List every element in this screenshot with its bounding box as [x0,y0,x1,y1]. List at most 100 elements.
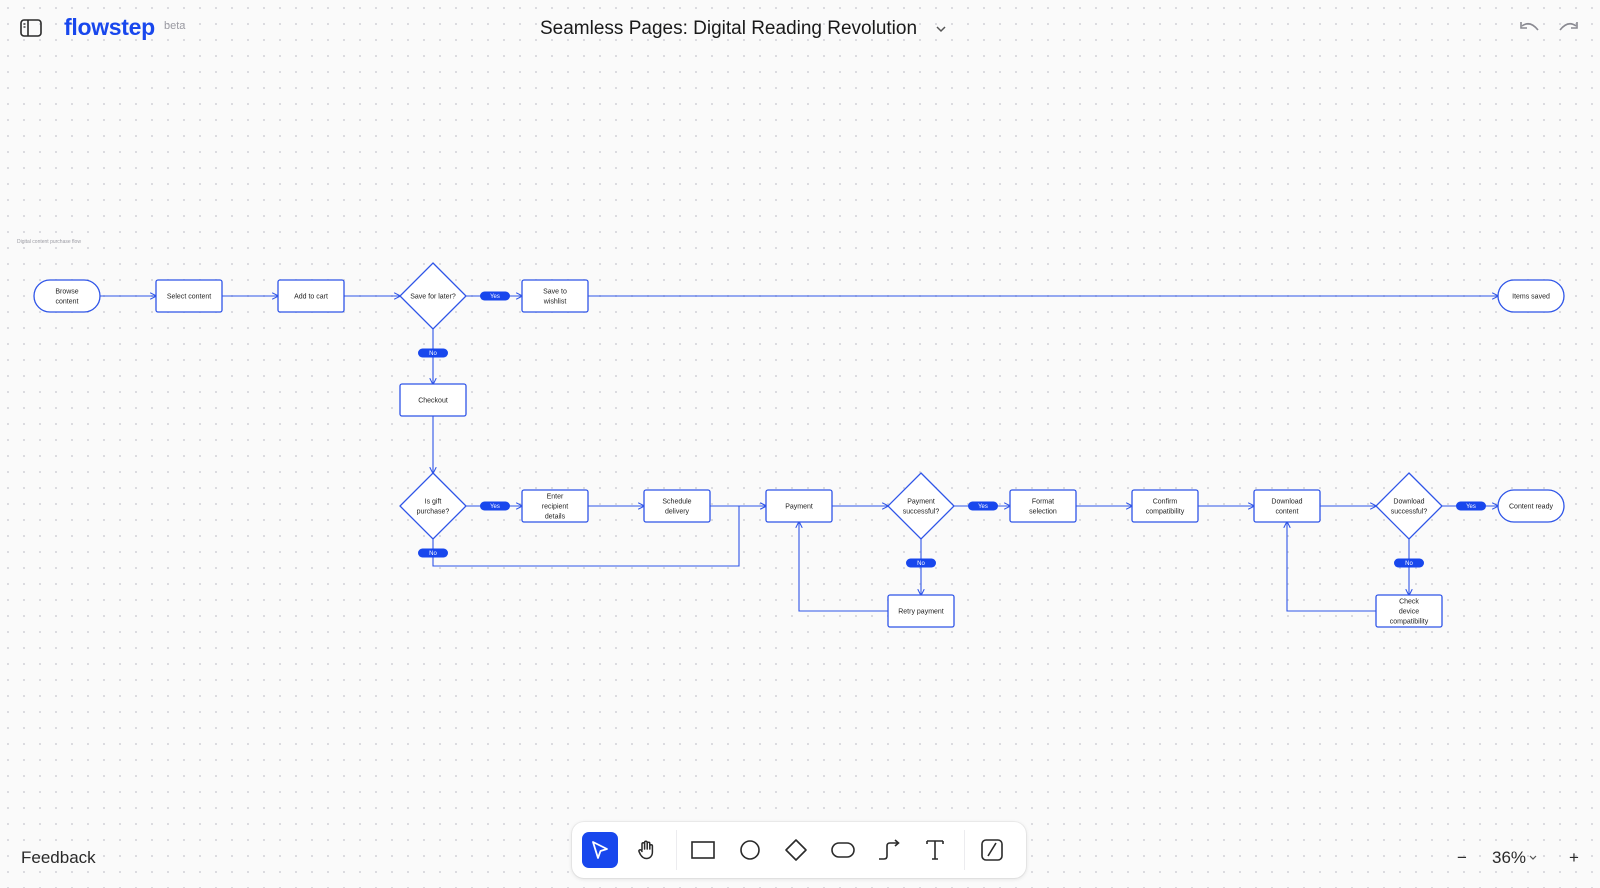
decision-shape [399,472,467,540]
process-shape [1009,489,1077,523]
node-label: Check [1399,599,1419,606]
edge-label-text: No [1405,561,1413,567]
undo-icon [1520,22,1539,31]
flow-node-check[interactable]: Check device compatibility [1375,594,1443,628]
tool-select[interactable] [582,832,618,868]
tool-hand[interactable] [628,832,664,868]
edge-label-pill [1394,558,1424,568]
edge-label-pill [480,501,510,511]
flow-node-checkout[interactable]: Checkout [399,383,467,417]
flow-node-dl-q[interactable]: Download successful? [1375,472,1443,540]
edge-label-no: No [418,348,448,358]
flow-node-select[interactable]: Select content [155,279,223,313]
app-logo: flowstep [64,14,155,40]
node-label: Content ready [1509,504,1553,511]
node-label: Enter [547,494,564,501]
edge-label-text: No [429,351,437,357]
chevron-down-icon [936,26,946,33]
flow-node-ready[interactable]: Content ready [1497,489,1565,523]
process-shape [155,279,223,313]
node-label: Add to cart [294,294,328,301]
redo-icon [1559,22,1578,31]
node-label: Is gift [425,499,442,506]
node-label: Download [1393,499,1424,506]
edge-label-text: Yes [1466,504,1476,510]
node-label: Payment [907,499,935,506]
flow-node-payment[interactable]: Payment [765,489,833,523]
process-shape [277,279,345,313]
zoom-in-button[interactable]: + [1569,848,1579,867]
node-label: Checkout [418,398,448,405]
edge-label-text: No [429,551,437,557]
node-label: content [56,299,79,306]
flow-node-retry[interactable]: Retry payment [887,594,955,628]
feedback-button[interactable]: Feedback [21,848,96,867]
node-label: compatibility [1390,619,1429,626]
text-icon [926,840,944,860]
edge-label-text: No [917,561,925,567]
flow-connector[interactable] [799,522,888,612]
pointer-icon [592,841,608,859]
tool-diamond[interactable] [778,832,814,868]
zoom-level: 36% [1492,848,1527,867]
diamond-icon [785,839,807,861]
edge-label-pill [480,291,510,301]
node-label: Select content [167,294,211,301]
tool-rectangle[interactable] [685,832,721,868]
flow-node-save-q[interactable]: Save for later? [399,262,467,330]
flow-connector[interactable] [1287,522,1376,612]
rectangle-icon [691,841,715,859]
node-label: Save for later? [410,294,456,301]
redo-button[interactable] [1552,13,1584,45]
terminal-shape [33,279,101,313]
tool-connector[interactable] [871,832,907,868]
zoom-control: − 36% + [1452,845,1582,871]
tool-text[interactable] [917,832,953,868]
flow-node-saved[interactable]: Items saved [1497,279,1565,313]
process-shape [1253,489,1321,523]
flow-connector[interactable] [432,506,766,567]
tool-draw[interactable] [974,832,1010,868]
tool-ellipse[interactable] [825,832,861,868]
zoom-out-button[interactable]: − [1457,848,1467,867]
edge-label-pill [418,548,448,558]
node-label: Retry payment [898,609,944,616]
edge-label-text: Yes [490,504,500,510]
edge-label-yes: Yes [480,291,510,301]
edge-label-pill [906,558,936,568]
edge-label-no: No [1394,558,1424,568]
process-shape [887,594,955,628]
document-title-dropdown[interactable]: Seamless Pages: Digital Reading Revoluti… [540,14,947,44]
undo-button[interactable] [1514,13,1546,45]
connector-arrow-icon [879,839,900,860]
process-shape [1131,489,1199,523]
edge-label-yes: Yes [480,501,510,511]
sidebar-toggle-button[interactable] [15,12,47,44]
zoom-level-dropdown[interactable]: 36% [1492,848,1537,868]
node-label: Confirm [1153,499,1178,506]
terminal-shape [1497,489,1565,523]
toolbar-divider [964,830,965,870]
node-label: successful? [1391,509,1428,516]
edge-label-no: No [906,558,936,568]
process-shape [1375,594,1443,628]
process-shape [521,489,589,523]
tool-circle[interactable] [732,832,768,868]
edge-label-pill [968,501,998,511]
node-label: Payment [785,504,813,511]
toolbar-divider [676,830,677,870]
flow-node-cart[interactable]: Add to cart [277,279,345,313]
node-label: Schedule [662,499,691,506]
node-label: device [1399,609,1419,616]
decision-shape [399,262,467,330]
